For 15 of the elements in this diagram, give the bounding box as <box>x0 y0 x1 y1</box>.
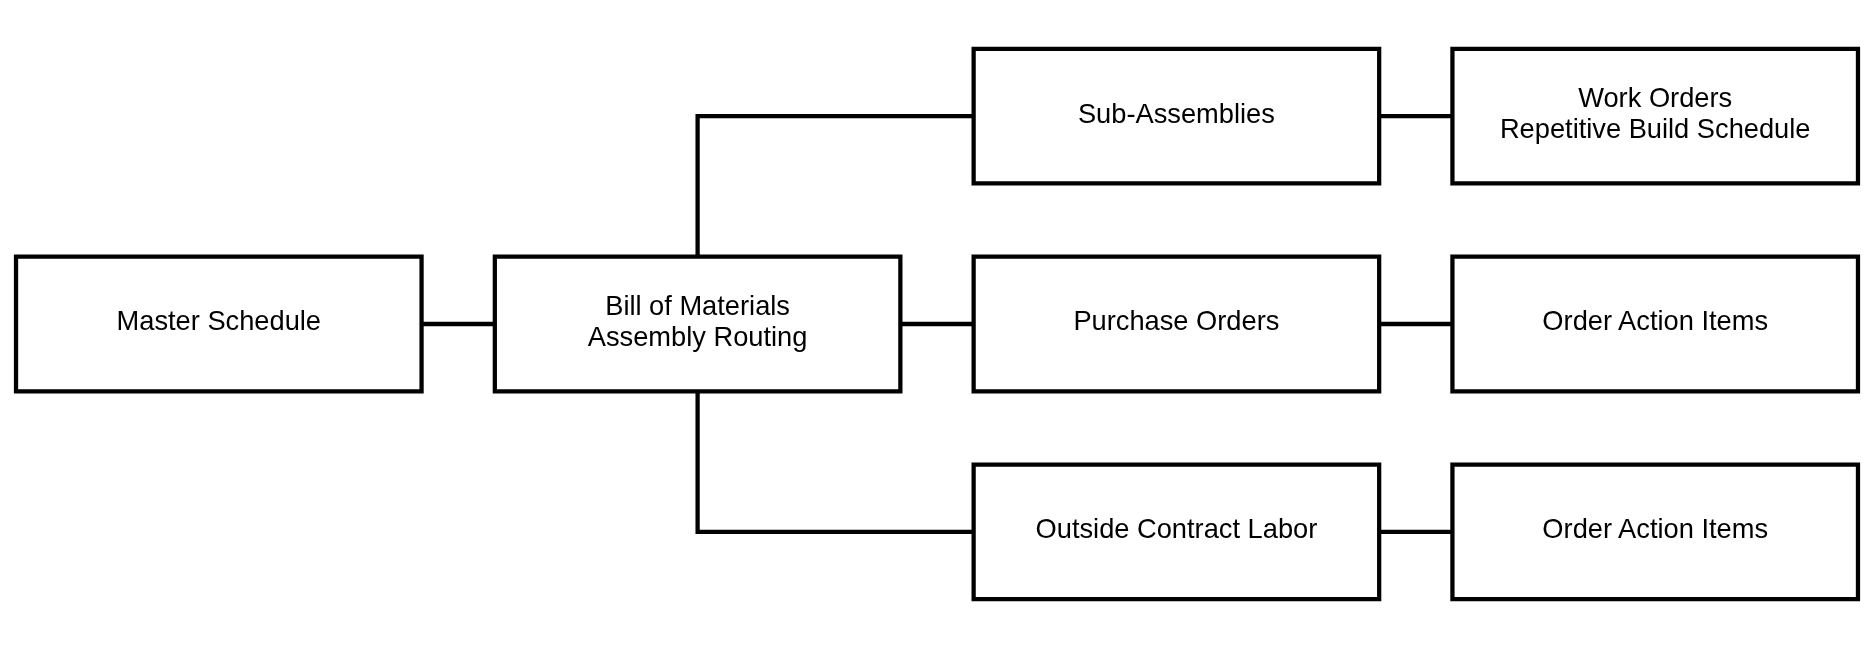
connector <box>695 114 974 257</box>
node-box: Bill of Materials Assembly Routing <box>492 254 903 394</box>
node-box: Outside Contract Labor <box>971 462 1382 602</box>
connector <box>1379 114 1452 119</box>
node-box: Order Action Items <box>1450 462 1861 602</box>
connector <box>1379 321 1452 327</box>
node-box: Order Action Items <box>1450 254 1861 394</box>
node-box: Work Orders Repetitive Build Schedule <box>1450 46 1861 186</box>
node-box: Master Schedule <box>13 254 424 394</box>
connector <box>1379 529 1452 534</box>
node-box: Purchase Orders <box>971 254 1382 394</box>
connector <box>900 321 974 327</box>
node-box: Sub-Assemblies <box>971 46 1382 186</box>
connector <box>421 321 495 327</box>
connector <box>695 391 974 534</box>
